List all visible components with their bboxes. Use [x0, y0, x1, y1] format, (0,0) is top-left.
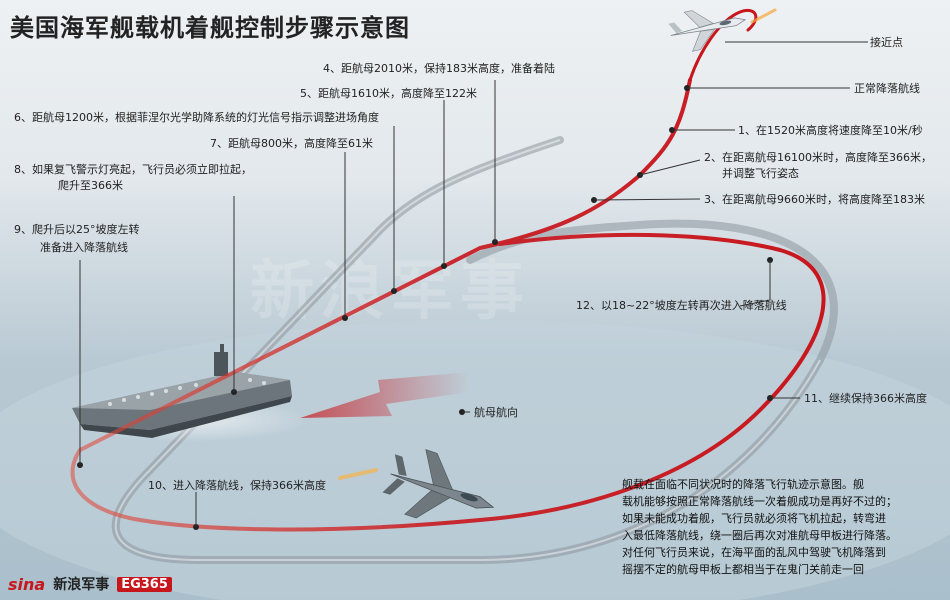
label-step-11: 11、继续保持366米高度: [804, 392, 927, 405]
label-step-7: 7、距航母800米，高度降至61米: [210, 137, 373, 150]
flight-path-main: [70, 78, 826, 532]
aircraft-icon: [668, 10, 747, 52]
sina-logo: sina: [8, 574, 46, 594]
note-line: 入最低降落航线，绕一圈后再次对准航母甲板进行降落。: [622, 529, 897, 542]
label-step-2a: 2、在距离航母16100米时，高度降至366米，: [704, 151, 932, 164]
label-step-9a: 9、爬升后以25°坡度左转: [14, 223, 140, 236]
brand-name: 新浪军事: [53, 577, 110, 593]
afterburner-streak: [750, 8, 777, 24]
label-step-1: 1、在1520米高度将速度降至10米/秒: [738, 124, 923, 137]
label-step-6: 6、距航母1200米，根据菲涅尔光学助降系统的灯光信号指示调整进场角度: [14, 111, 379, 124]
heading-arrow-icon: [300, 372, 470, 418]
jet-exhaust: [338, 468, 378, 480]
label-step-5: 5、距航母1610米，高度降至122米: [300, 87, 477, 100]
label-step-9b: 准备进入降落航线: [40, 241, 128, 254]
label-step-3: 3、在距离航母9660米时，将高度降至183米: [704, 193, 925, 206]
label-step-4: 4、距航母2010米，保持183米高度，准备着陆: [323, 62, 555, 75]
pattern-ground-shadow: [111, 136, 838, 564]
note-line: 摇摆不定的航母甲板上都相当于在鬼门关前走一回: [622, 563, 864, 576]
note-line: 如果未能成功着舰，飞行员就必须将飞机拉起，转弯进: [622, 512, 886, 525]
explanatory-note: 舰载在面临不同状况时的降落飞行轨迹示意图。舰 载机能够按照正常降落航线一次着舰成…: [622, 476, 942, 578]
carrier-icon: [70, 344, 310, 442]
note-line: 舰载在面临不同状况时的降落飞行轨迹示意图。舰: [622, 478, 864, 491]
label-step-12: 12、以18~22°坡度左转再次进入降落航线: [576, 299, 787, 312]
note-line: 对任何飞行员来说，在海平面的乱风中驾驶飞机降落到: [622, 546, 886, 559]
page-title: 美国海军舰载机着舰控制步骤示意图: [10, 14, 410, 42]
label-carrier-heading: 航母航向: [474, 406, 518, 419]
label-step-10: 10、进入降落航线，保持366米高度: [148, 479, 326, 492]
brand-footer: sina 新浪军事 EG365: [8, 574, 172, 594]
label-step-8b: 爬升至366米: [58, 179, 123, 192]
pattern-shadow-highlight: [114, 139, 821, 561]
label-step-8a: 8、如果复飞警示灯亮起，飞行员必须立即拉起，: [14, 163, 252, 176]
note-line: 载机能够按照正常降落航线一次着舰成功是再好不过的；: [622, 495, 897, 508]
jet-icon: [382, 449, 495, 519]
partner-logo: EG365: [117, 576, 172, 592]
label-approach-point: 接近点: [870, 36, 903, 49]
label-step-2b: 并调整飞行姿态: [722, 167, 799, 180]
label-normal-pattern: 正常降落航线: [854, 82, 920, 95]
leader-lines: [79, 41, 868, 527]
